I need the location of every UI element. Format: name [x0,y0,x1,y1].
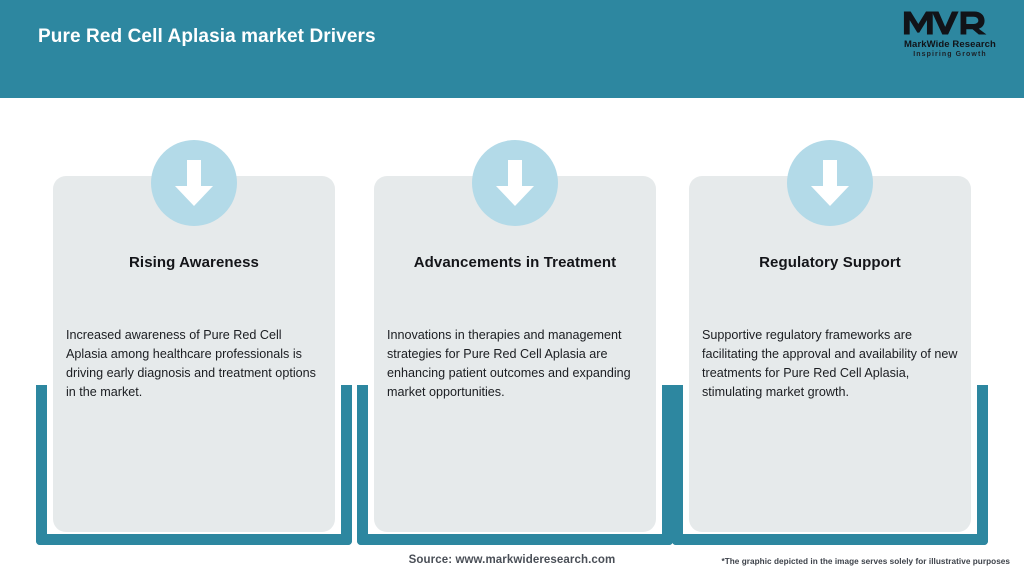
logo-company-name: MarkWide Research [904,39,996,50]
card-title: Advancements in Treatment [413,254,617,271]
card-body-text: Increased awareness of Pure Red Cell Apl… [66,328,316,399]
down-arrow-glyph [811,160,849,206]
mwr-logo-icon [903,11,987,35]
card-panel: Regulatory Support Supportive regulatory… [689,176,971,532]
drivers-card-group: Rising Awareness Increased awareness of … [0,98,1024,545]
page-header: Pure Red Cell Aplasia market Drivers Mar… [0,0,1024,98]
card-teal-frame [36,385,352,545]
card-panel: Rising Awareness Increased awareness of … [53,176,335,532]
driver-card-2: Advancements in Treatment Innovations in… [357,98,673,545]
markwide-research-logo: MarkWide Research Inspiring Growth [894,8,1006,64]
logo-tagline: Inspiring Growth [913,51,987,58]
driver-card-3: Regulatory Support Supportive regulatory… [672,98,988,545]
driver-card-1: Rising Awareness Increased awareness of … [36,98,352,545]
down-arrow-icon [472,140,558,226]
card-teal-frame [672,385,988,545]
down-arrow-icon [787,140,873,226]
source-label: Source: www.markwideresearch.com [408,554,616,566]
down-arrow-glyph [175,160,213,206]
down-arrow-icon [151,140,237,226]
card-teal-frame [357,385,673,545]
card-body-text: Supportive regulatory frameworks are fac… [702,328,958,399]
card-body-text: Innovations in therapies and management … [387,328,631,399]
down-arrow-glyph [496,160,534,206]
card-panel: Advancements in Treatment Innovations in… [374,176,656,532]
card-title: Rising Awareness [129,254,259,271]
page-title: Pure Red Cell Aplasia market Drivers [38,26,376,47]
disclaimer-label: *The graphic depicted in the image serve… [721,557,1010,566]
card-title: Regulatory Support [759,254,901,271]
